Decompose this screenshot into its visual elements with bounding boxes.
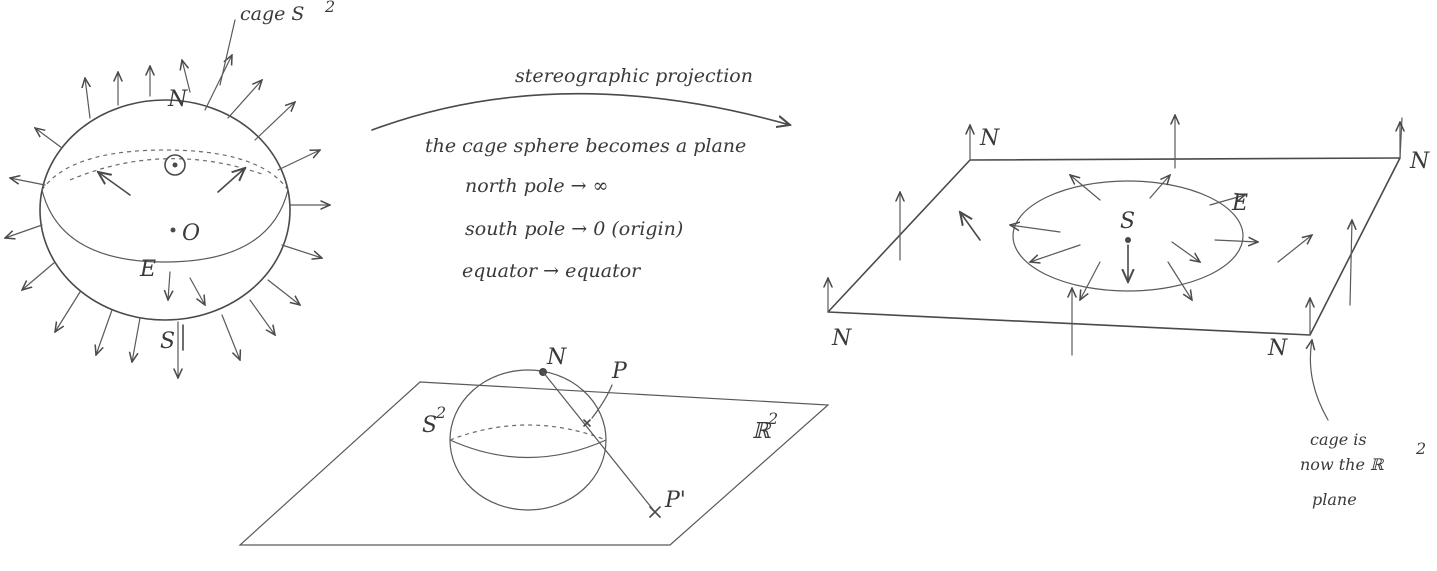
plane-corner-top-right: N [1409,149,1430,174]
field-arrow [182,60,191,93]
inner-arrow [217,168,245,193]
field-arrow [5,224,43,238]
cage-label-sup: 2 [324,0,335,16]
s2-equator-front [449,439,607,458]
equator-label: E [139,257,156,282]
south-pole-label: S [160,329,175,354]
field-arrow [254,102,295,141]
radial-arrow [1030,244,1081,262]
projection-line-2: north pole → ∞ [465,175,608,197]
radial-arrow [1214,240,1258,242]
point-p-prime-cross [649,506,661,518]
plane-view-diagram: N N N N S E cage is now the ℝ 2 plane [828,115,1430,509]
field-arrow [55,291,81,332]
projection-ray [542,371,656,513]
cage-sphere-outline [39,99,291,321]
point-p-cross [583,419,591,427]
radial-arrow [1010,225,1061,233]
point-p-pointer [591,384,613,419]
field-arrow [221,314,240,360]
field-arrow [204,55,232,111]
plane-outline [827,157,1401,336]
cage-label: cage S [240,3,304,25]
origin-label: O [182,221,200,246]
cage-label-pointer [219,19,236,86]
cage-note-sup: 2 [1415,439,1426,458]
s2-equator-back [449,424,607,441]
radial-arrow [1080,261,1101,300]
cage-note-line-2: now the ℝ [1300,455,1385,474]
projection-notes: stereographic projection the cage sphere… [371,65,790,282]
projection-title: stereographic projection [515,65,753,87]
projection-line-3: south pole → 0 (origin) [465,218,683,240]
radial-arrow [1149,175,1170,199]
plane-corner-bottom-right: N [1267,336,1288,361]
plane-corner-top-left: N [979,126,1000,151]
field-arrow [35,128,63,149]
field-arrow [132,317,141,362]
field-arrow [96,309,113,355]
field-arrow [267,279,300,305]
north-pole-label: N [167,87,188,112]
plane-equator-label: E [1231,191,1248,216]
radial-arrow [1171,241,1200,262]
north-pole-dot [172,162,178,168]
origin-dot [170,227,176,233]
radial-arrow [1167,261,1192,300]
inner-arrow [189,277,205,305]
inner-arrow [168,271,170,300]
cage-sphere-diagram: cage S 2 N O E S [5,0,335,378]
field-arrow [281,244,322,258]
point-p-prime-label: P' [664,488,686,513]
projection-arrow [371,92,790,131]
radial-arrow [1070,175,1101,201]
plane-center-label: S [1120,209,1135,234]
field-arrow [227,80,262,119]
cage-note-line-1: cage is [1310,430,1367,449]
radial-arrow [1277,235,1312,263]
field-arrow [10,178,46,186]
cage-note-pointer [1310,340,1329,421]
field-arrow [277,150,320,171]
point-p-label: P [611,359,628,384]
radial-arrow [1209,195,1245,206]
cage-note-line-3: plane [1312,490,1357,509]
geometry-north-label: N [546,345,567,370]
r2-label: ℝ [752,419,772,444]
r2-plane [238,381,830,546]
radial-arrow [960,212,981,241]
inner-arrow [98,172,131,196]
projection-line-4: equator → equator [462,260,642,282]
projection-geometry: N P P' S 2 ℝ 2 [238,345,830,546]
plane-equator-circle [1012,180,1244,292]
field-arrow [22,261,56,290]
north-pole-circle [164,154,186,176]
s2-label: S [422,413,437,438]
plane-corner-bottom-left: N [831,326,852,351]
sphere-equator-front [41,189,289,263]
field-arrow [249,299,275,335]
projection-line-1: the cage sphere becomes a plane [425,135,746,157]
south-origin-dot [1125,237,1131,243]
s2-label-sup: 2 [435,403,446,422]
field-arrow [85,78,90,119]
field-up-arrow [1350,220,1352,306]
r2-label-sup: 2 [767,409,778,428]
